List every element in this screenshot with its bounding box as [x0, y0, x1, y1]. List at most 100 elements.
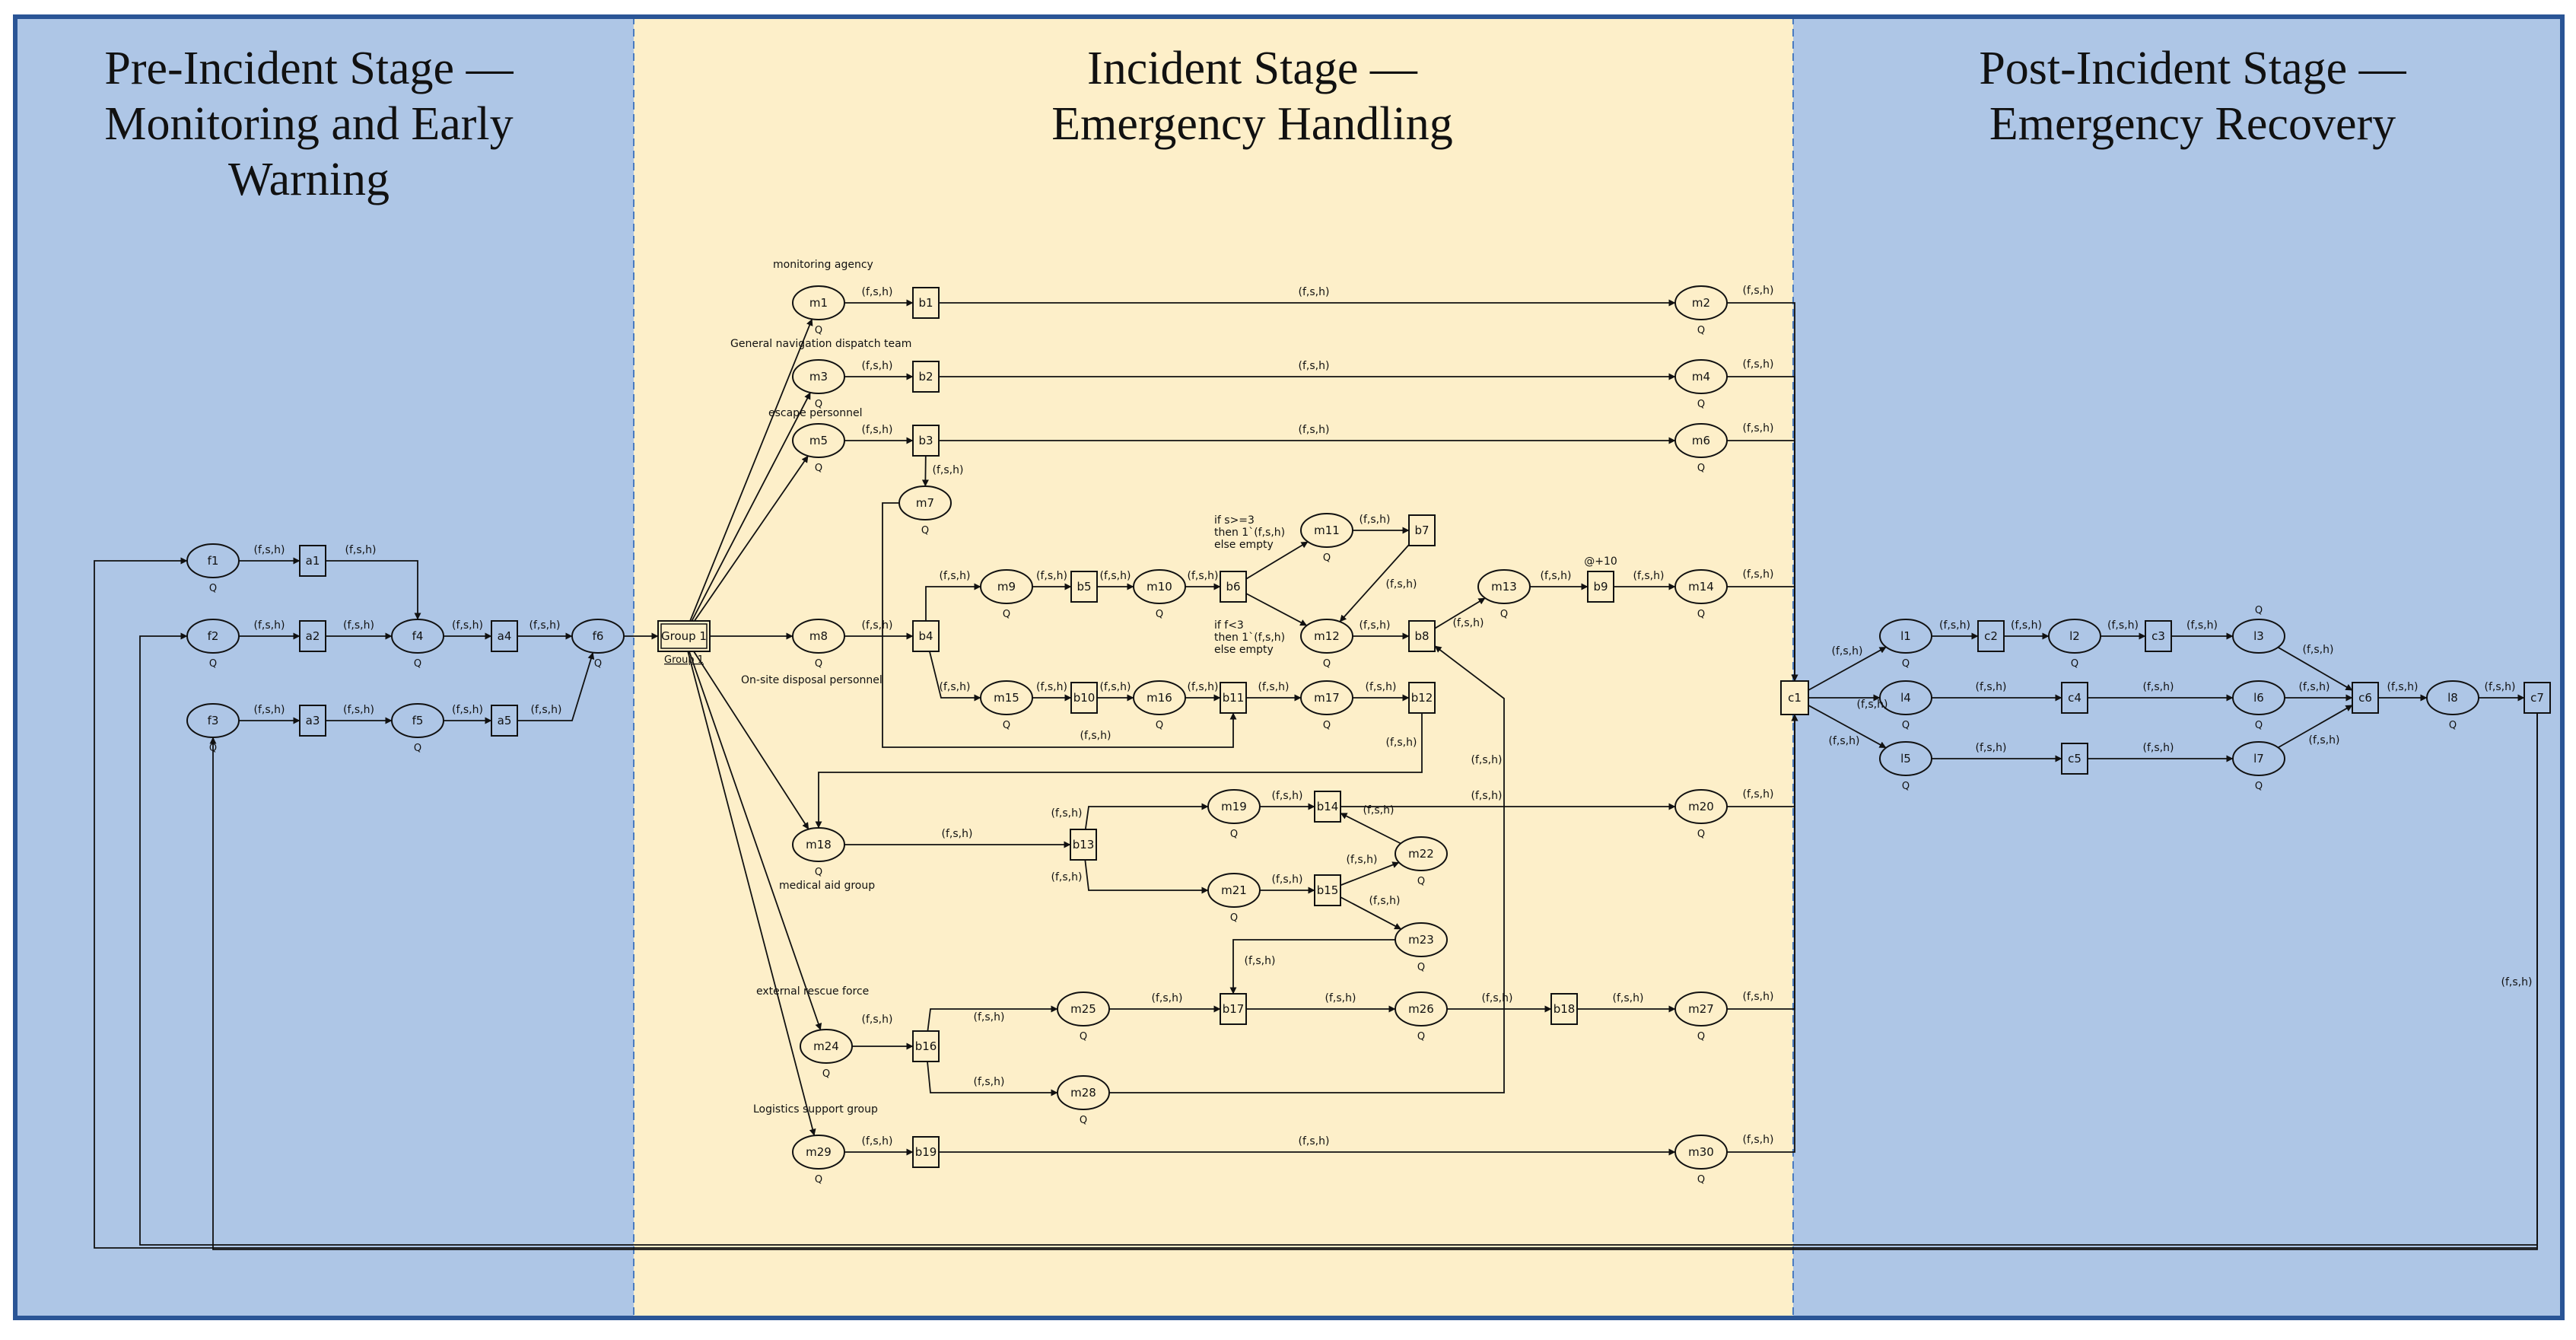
- place-m5-label: m5: [809, 434, 828, 447]
- place-l7[interactable]: [2232, 741, 2285, 776]
- place-m1[interactable]: [792, 285, 845, 320]
- place-m4[interactable]: [1674, 359, 1728, 394]
- place-l8[interactable]: [2426, 680, 2479, 715]
- transition-b9[interactable]: [1587, 571, 1614, 603]
- place-m10[interactable]: [1133, 569, 1186, 604]
- arc-m7-b11: [882, 502, 1237, 748]
- arc-label-b13-m19: (f,s,h): [1051, 807, 1083, 820]
- transition-a3[interactable]: [299, 705, 326, 737]
- place-l5-colorset: Q: [1902, 781, 1910, 792]
- place-m26[interactable]: [1395, 991, 1448, 1026]
- place-l1[interactable]: [1879, 619, 1932, 654]
- place-m23[interactable]: [1395, 922, 1448, 957]
- place-m24[interactable]: [800, 1029, 853, 1064]
- transition-b10[interactable]: [1070, 682, 1098, 714]
- transition-b1[interactable]: [912, 287, 940, 319]
- transition-c6[interactable]: [2352, 682, 2379, 714]
- place-f1[interactable]: [186, 543, 240, 578]
- transition-c5[interactable]: [2061, 743, 2088, 775]
- arc-label-m21-b15: (f,s,h): [1272, 874, 1303, 886]
- pre-stage-title-line1: Pre-Incident Stage —: [104, 43, 514, 94]
- transition-b13[interactable]: [1070, 829, 1097, 861]
- transition-b3[interactable]: [912, 425, 940, 457]
- place-m2[interactable]: [1674, 285, 1728, 320]
- transition-b16[interactable]: [912, 1030, 940, 1062]
- place-m9[interactable]: [980, 569, 1033, 604]
- place-f6[interactable]: [571, 619, 625, 654]
- transition-b12[interactable]: [1408, 682, 1436, 714]
- place-m7[interactable]: [898, 485, 952, 520]
- place-m28[interactable]: [1057, 1075, 1110, 1110]
- transition-c4[interactable]: [2061, 682, 2088, 714]
- place-m6[interactable]: [1674, 423, 1728, 458]
- transition-b7[interactable]: [1408, 514, 1436, 546]
- guard-b6-low-line2: then 1`(f,s,h): [1214, 632, 1285, 644]
- place-m17-colorset: Q: [1323, 720, 1331, 731]
- transition-group-1[interactable]: [657, 620, 711, 652]
- place-m15[interactable]: [980, 680, 1033, 715]
- place-m27[interactable]: [1674, 991, 1728, 1026]
- arc-label-c5-l7: (f,s,h): [2143, 742, 2174, 754]
- place-m17-label: m17: [1314, 691, 1340, 705]
- arc-label-m25-b17: (f,s,h): [1152, 992, 1183, 1004]
- transition-a5[interactable]: [491, 705, 518, 737]
- arc-m30-c1: [1727, 714, 1798, 1153]
- post-stage-title-line1: Post-Incident Stage —: [1979, 43, 2406, 94]
- transition-b11[interactable]: [1220, 682, 1247, 714]
- place-f4[interactable]: [391, 619, 444, 654]
- transition-b8[interactable]: [1408, 620, 1436, 652]
- transition-a2[interactable]: [299, 620, 326, 652]
- place-l6[interactable]: [2232, 680, 2285, 715]
- place-m30[interactable]: [1674, 1135, 1728, 1170]
- transition-c1[interactable]: [1780, 680, 1809, 715]
- arc-label-a1-f4: (f,s,h): [345, 544, 377, 556]
- place-f5[interactable]: [391, 703, 444, 738]
- place-m13[interactable]: [1477, 569, 1531, 604]
- transition-b4[interactable]: [912, 620, 940, 652]
- place-m14[interactable]: [1674, 569, 1728, 604]
- group-1-subpage-link[interactable]: Group 1: [664, 654, 704, 666]
- place-m20[interactable]: [1674, 789, 1728, 824]
- transition-b17[interactable]: [1220, 993, 1247, 1025]
- arc-label-m30-c1: (f,s,h): [1743, 1134, 1774, 1146]
- place-m29[interactable]: [792, 1135, 845, 1170]
- place-m22[interactable]: [1395, 836, 1448, 871]
- transition-a1[interactable]: [299, 545, 326, 577]
- diagram-frame: [13, 14, 2565, 1320]
- transition-a4[interactable]: [491, 620, 518, 652]
- place-m5[interactable]: [792, 423, 845, 458]
- transition-b18[interactable]: [1550, 993, 1578, 1025]
- transition-b15[interactable]: [1314, 874, 1341, 906]
- place-m12[interactable]: [1300, 619, 1353, 654]
- place-m8[interactable]: [792, 619, 845, 654]
- transition-c3[interactable]: [2145, 620, 2172, 652]
- place-l3[interactable]: [2232, 619, 2285, 654]
- transition-b6[interactable]: [1220, 571, 1247, 603]
- place-f2[interactable]: [186, 619, 240, 654]
- place-m16-colorset: Q: [1156, 720, 1163, 731]
- transition-c2[interactable]: [1977, 620, 2005, 652]
- arc-b16-m28: [927, 1061, 1058, 1097]
- arc-label-b10-m16: (f,s,h): [1100, 681, 1131, 693]
- place-m11[interactable]: [1300, 513, 1353, 548]
- place-l4[interactable]: [1879, 680, 1932, 715]
- place-l2[interactable]: [2048, 619, 2101, 654]
- transition-b5[interactable]: [1070, 571, 1098, 603]
- transition-c7[interactable]: [2524, 682, 2551, 714]
- place-m21[interactable]: [1207, 873, 1261, 908]
- transition-b19[interactable]: [912, 1136, 940, 1168]
- place-m3[interactable]: [792, 359, 845, 394]
- place-m16[interactable]: [1133, 680, 1186, 715]
- place-m19[interactable]: [1207, 789, 1261, 824]
- place-l5[interactable]: [1879, 741, 1932, 776]
- place-m25[interactable]: [1057, 991, 1110, 1026]
- place-m18[interactable]: [792, 827, 845, 862]
- transition-group-1-inner-border: [660, 623, 708, 649]
- transition-b14[interactable]: [1314, 791, 1341, 823]
- place-m17[interactable]: [1300, 680, 1353, 715]
- transition-b2[interactable]: [912, 361, 940, 393]
- arc-label-m13-b9: (f,s,h): [1541, 570, 1572, 582]
- place-f3[interactable]: [186, 703, 240, 738]
- arc-label-b4-m15: (f,s,h): [940, 681, 971, 693]
- arc-grp-m1: [689, 318, 813, 622]
